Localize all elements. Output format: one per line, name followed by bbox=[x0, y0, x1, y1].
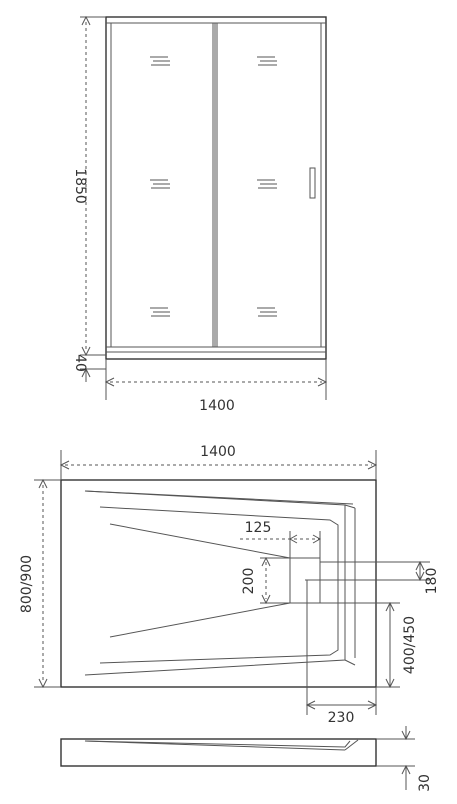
drain-offset-dimension: 125 bbox=[240, 520, 322, 558]
tray-width-dimension: 1400 bbox=[59, 444, 378, 480]
door-left-panel bbox=[110, 22, 214, 348]
tray-outline bbox=[60, 479, 377, 688]
drain-side-label: 230 bbox=[328, 710, 355, 726]
glass-reflection-marks bbox=[150, 56, 277, 317]
door-handle bbox=[309, 167, 316, 199]
tray-width-label: 1400 bbox=[200, 444, 236, 460]
door-height-dimension: 1850 bbox=[72, 15, 106, 357]
door-frame bbox=[105, 16, 327, 360]
door-width-dimension: 1400 bbox=[104, 359, 328, 414]
drain-size-dimension: 200 bbox=[241, 556, 290, 605]
tray-depth-dimension: 800/900 bbox=[19, 478, 61, 689]
tray-depth-label: 800/900 bbox=[19, 555, 35, 613]
door-elevation: 1850 40 1400 bbox=[72, 15, 328, 414]
drain-side-dimension: 230 bbox=[305, 580, 378, 726]
drain-position-label: 400/450 bbox=[402, 616, 418, 674]
drain-position-dimension: 400/450 bbox=[320, 601, 418, 689]
tray-section-outline bbox=[60, 738, 377, 767]
door-right-panel bbox=[216, 22, 322, 348]
drain-size-label: 200 bbox=[241, 568, 257, 595]
drain-to-edge-dimension: 180 bbox=[320, 560, 440, 595]
door-width-label: 1400 bbox=[199, 398, 235, 414]
tray-height-label: 30 bbox=[417, 774, 433, 792]
drain-offset-label: 125 bbox=[245, 520, 272, 536]
door-height-label: 1850 bbox=[72, 168, 88, 204]
door-base-label: 40 bbox=[72, 354, 88, 372]
tray-height-dimension: 30 bbox=[376, 726, 433, 792]
door-base-dimension: 40 bbox=[72, 354, 106, 382]
tray-plan: 1400 800/900 125 200 bbox=[19, 444, 440, 726]
drain-to-edge-label: 180 bbox=[424, 568, 440, 595]
tray-section: 30 bbox=[60, 726, 433, 792]
